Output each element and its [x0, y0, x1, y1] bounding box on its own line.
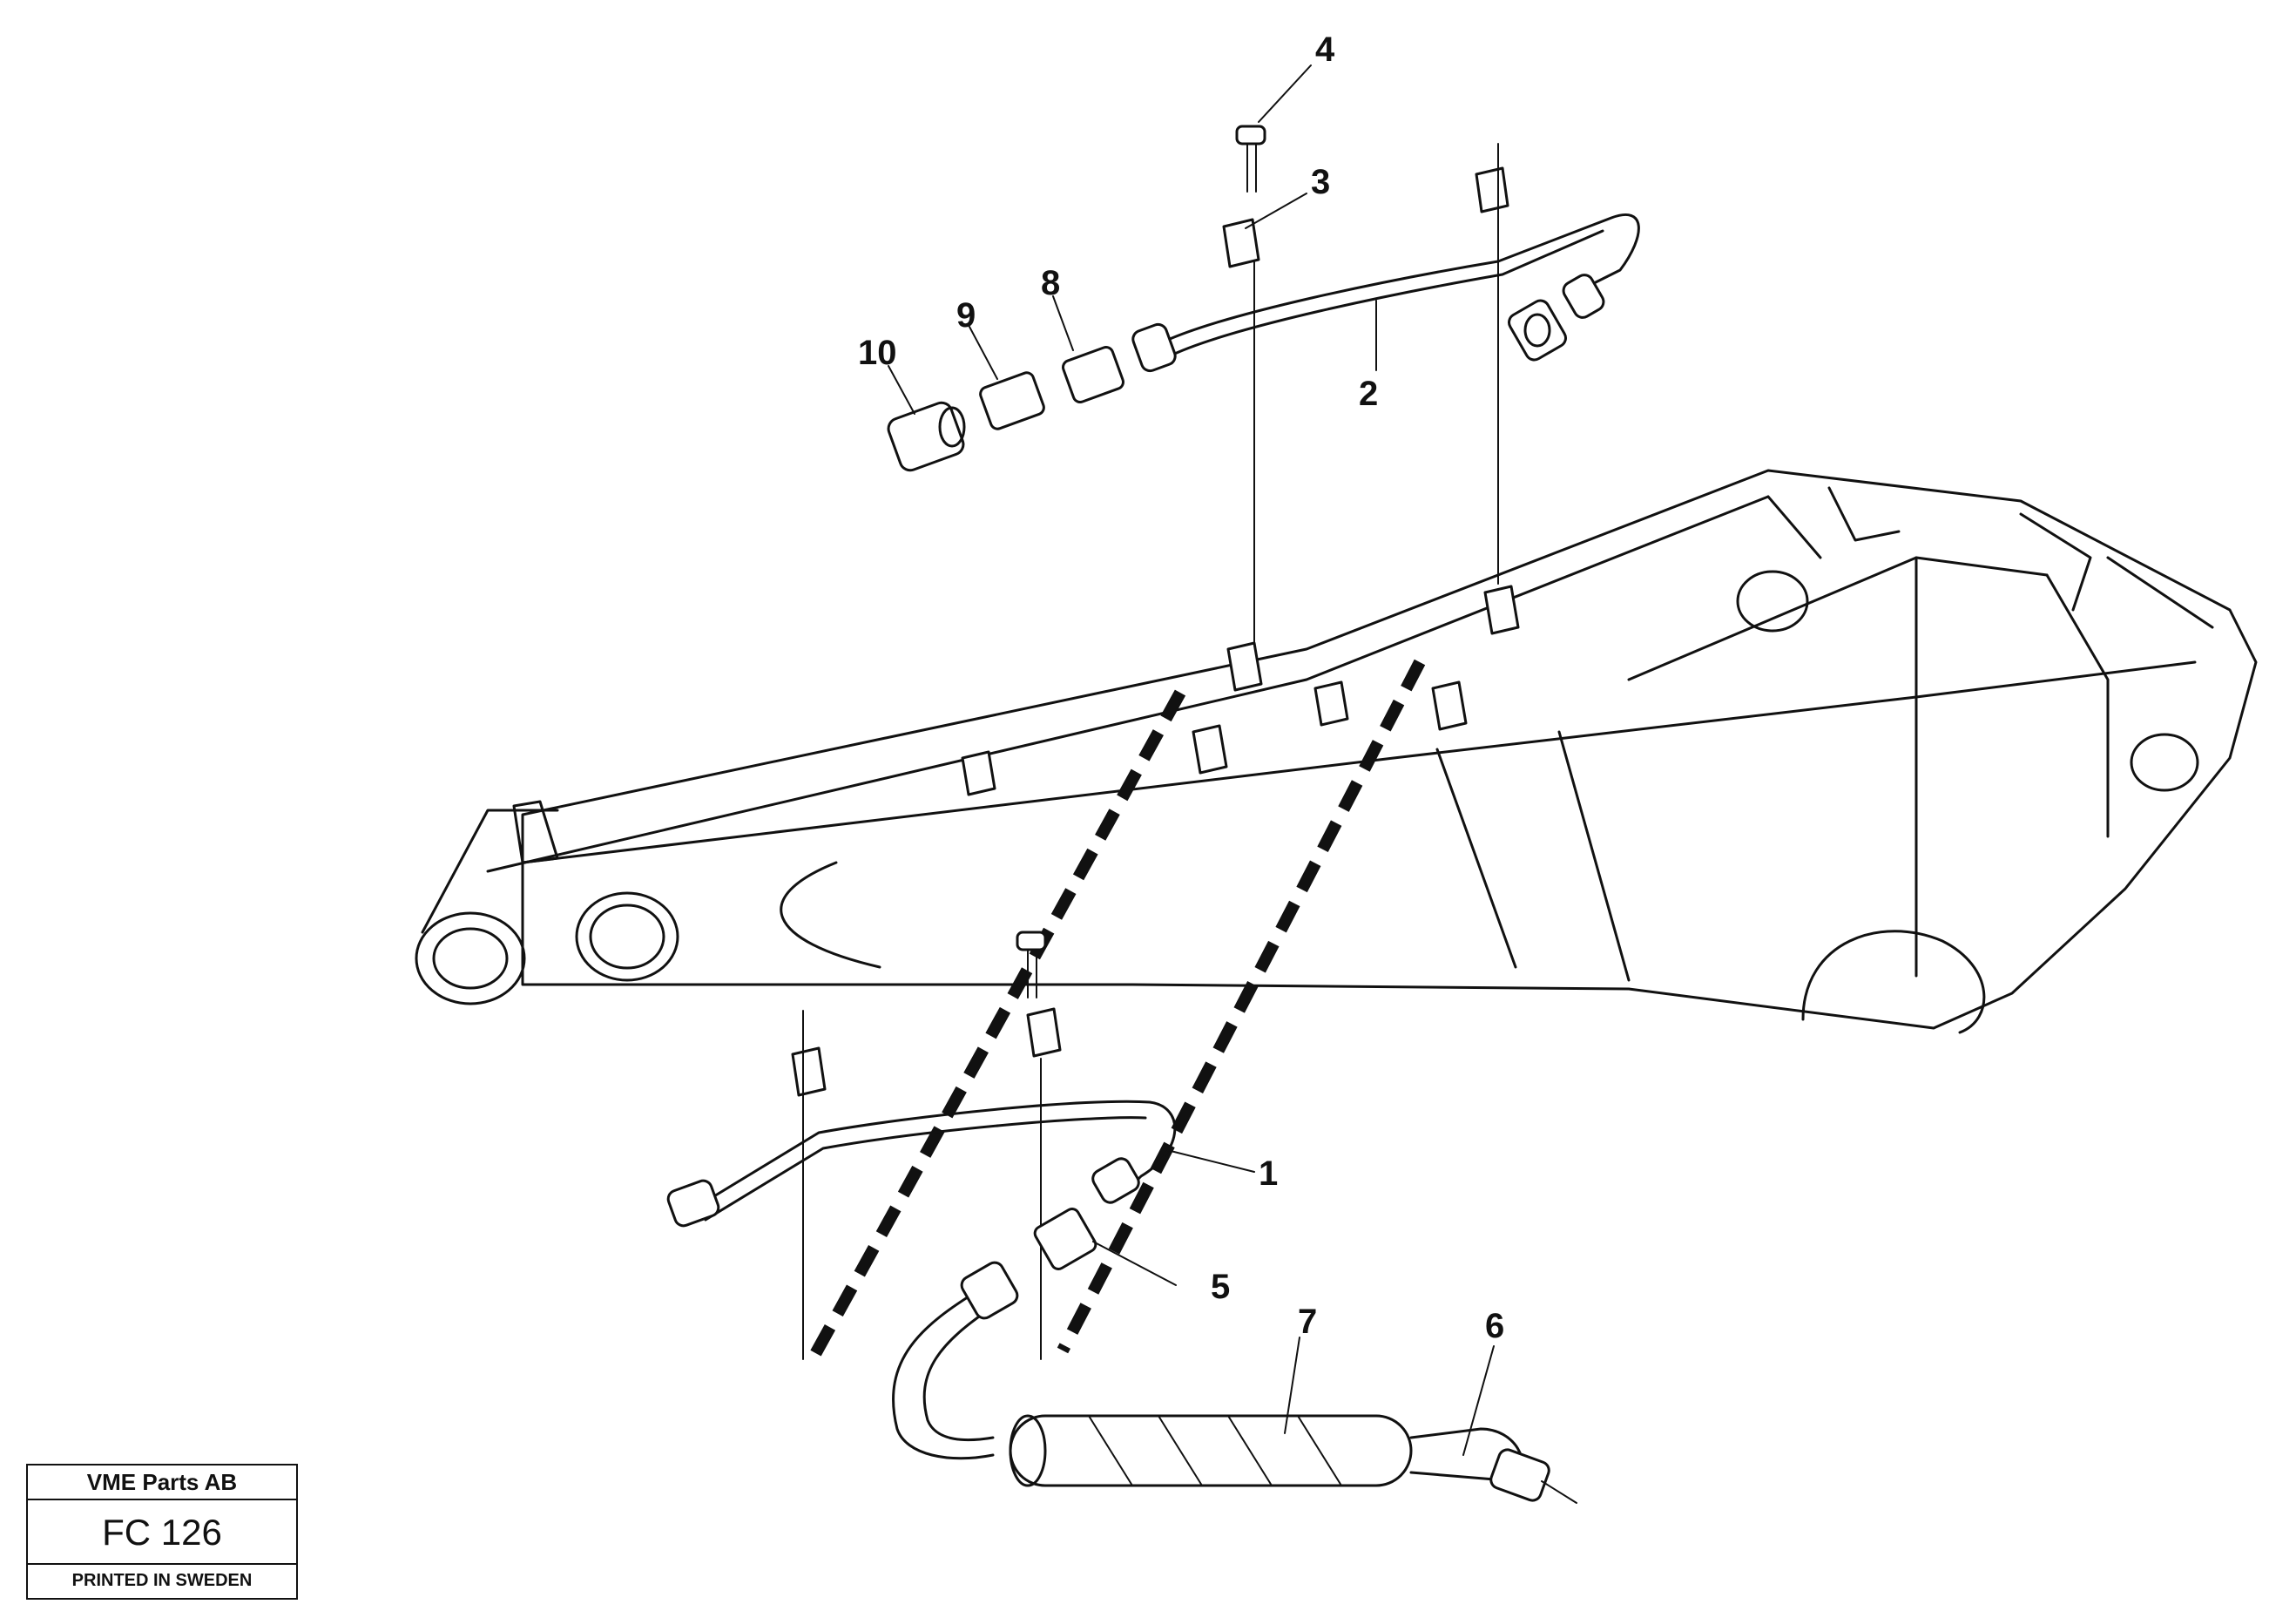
boom-clamps	[961, 585, 1520, 796]
callout-1: 1	[1259, 1154, 1278, 1193]
callout-4: 4	[1315, 30, 1335, 69]
lower-clamps	[791, 931, 1062, 1360]
leader-lines	[888, 64, 1495, 1456]
boom-arm	[415, 469, 2258, 1034]
company-name: VME Parts AB	[28, 1465, 296, 1500]
callout-2: 2	[1359, 375, 1378, 413]
hose-assembly	[892, 1208, 1577, 1504]
printed-note: PRINTED IN SWEDEN	[71, 1571, 253, 1590]
title-block: VME Parts AB FC 126 PRINTED IN SWEDEN	[26, 1464, 298, 1600]
upper-clamps	[1222, 125, 1509, 646]
pipe-upper	[1131, 213, 1640, 373]
callout-10: 10	[858, 334, 897, 372]
callout-6: 6	[1485, 1307, 1504, 1345]
callout-3: 3	[1311, 163, 1330, 201]
callout-numbers: 1 2 3 4 5 6 7 8 9 10	[858, 30, 1504, 1345]
pipe-lower	[666, 1100, 1177, 1228]
figure-code: FC 126	[28, 1500, 296, 1565]
callout-9: 9	[956, 296, 976, 335]
routing-dashes	[804, 659, 1426, 1367]
callout-7: 7	[1298, 1303, 1317, 1341]
fittings-upper	[887, 346, 1124, 472]
callout-5: 5	[1211, 1268, 1230, 1306]
callout-8: 8	[1041, 264, 1060, 302]
